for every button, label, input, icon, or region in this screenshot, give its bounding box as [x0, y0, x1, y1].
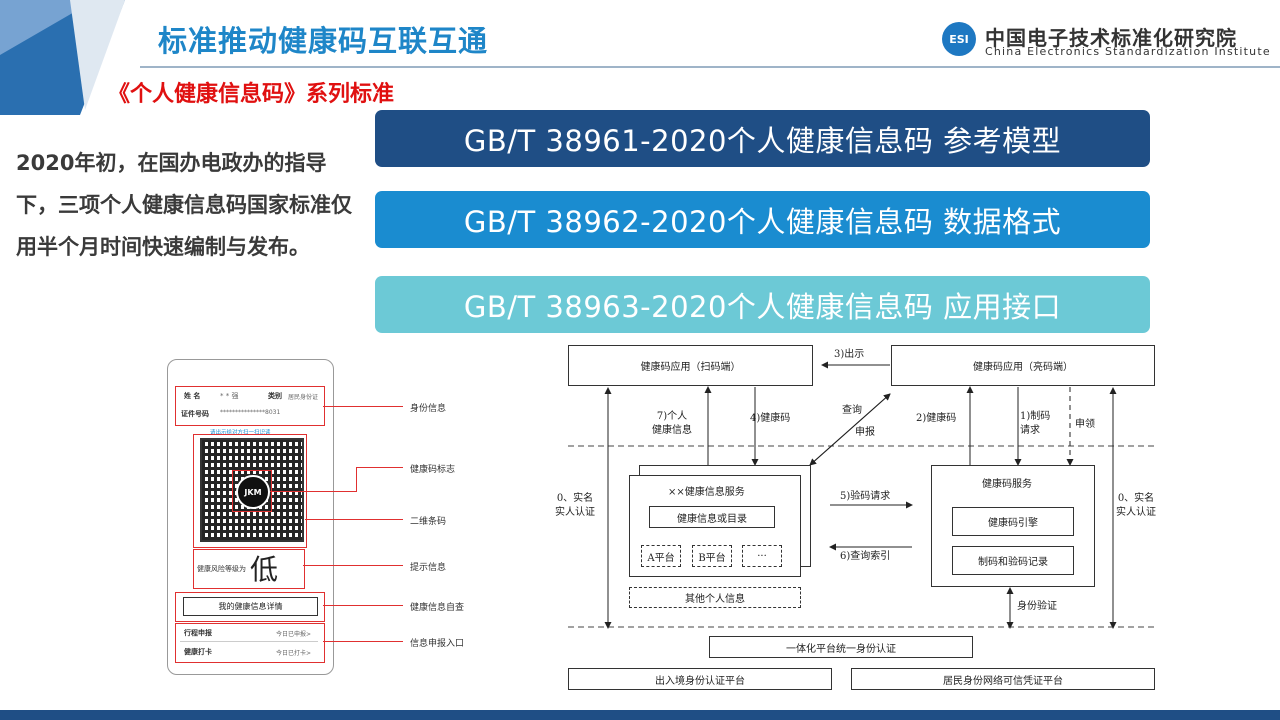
id-label: 证件号码: [181, 410, 209, 418]
platform-b-box: B平台: [692, 545, 732, 567]
type-label: 类别: [268, 392, 282, 400]
realname-right-label: 0、实名 实人认证: [1116, 493, 1156, 518]
jkm-logo-icon: JKM: [236, 475, 270, 509]
standard-banner-38961: GB/T 38961-2020个人健康信息码 参考模型: [375, 110, 1150, 167]
border-auth-box: 出入境身份认证平台: [568, 668, 832, 690]
header-divider: [140, 66, 1280, 68]
annotation-line: [305, 519, 403, 520]
risk-value: 低: [250, 553, 279, 586]
annotation-line: [323, 406, 403, 407]
resident-auth-box: 居民身份网络可信凭证平台: [851, 668, 1155, 690]
annotation-report-entry: 信息申报入口: [410, 639, 465, 649]
scan-app-box: 健康码应用（扫码端）: [568, 345, 813, 386]
risk-label: 健康风险等级为: [197, 565, 246, 573]
page-title: 标准推动健康码互联互通: [158, 24, 489, 58]
info-dir-box: 健康信息或目录: [649, 506, 775, 528]
annotation-qr: 二维条码: [410, 517, 447, 527]
step5-label: 5)验码请求: [840, 491, 891, 502]
step6-label: 6)查询索引: [840, 551, 891, 562]
step4-label: 4)健康码: [750, 413, 791, 424]
code-service-label: 健康码服务: [982, 479, 1032, 490]
health-detail-button[interactable]: 我的健康信息详情: [183, 597, 318, 616]
type-value: 居民身份证: [288, 394, 319, 401]
report-label: 申报: [855, 427, 875, 438]
trip-value: 今日已申报>: [276, 631, 312, 638]
code-engine-box: 健康码引擎: [952, 507, 1074, 536]
step7-label: 7)个人 健康信息: [652, 411, 692, 436]
annotation-line: [323, 641, 403, 642]
detail-box: [175, 592, 325, 622]
annotation-line: [303, 565, 403, 566]
annotation-line: [323, 605, 403, 606]
identity-verify-label: 身份验证: [1017, 601, 1057, 612]
info-service-label: ××健康信息服务: [668, 487, 745, 498]
apply-label: 申领: [1075, 419, 1095, 430]
checkin-label[interactable]: 健康打卡: [184, 648, 212, 656]
intro-text: 2020年初，在国办电政办的指导下，三项个人健康信息码国家标准仅用半个月时间快速…: [16, 151, 352, 259]
risk-box: [193, 549, 305, 589]
trip-label[interactable]: 行程申报: [184, 629, 212, 637]
report-divider: [180, 641, 318, 642]
scan-hint: 请出示给对方扫一扫识读: [210, 430, 271, 436]
step1-label: 1)制码 请求: [1020, 411, 1051, 436]
platform-more-box: ···: [742, 545, 782, 567]
standard-banner-38962: GB/T 38962-2020个人健康信息码 数据格式: [375, 191, 1150, 248]
checkin-value: 今日已打卡>: [276, 650, 312, 657]
name-label: 姓 名: [184, 392, 201, 400]
annotation-hint: 提示信息: [410, 563, 447, 573]
realname-left-label: 0、实名 实人认证: [555, 493, 595, 518]
annotation-line: [356, 467, 403, 468]
annotation-line: [270, 491, 357, 492]
other-info-box: 其他个人信息: [629, 587, 801, 608]
org-name: 中国电子技术标准化研究院: [985, 26, 1237, 50]
page-subtitle: 《个人健康信息码》系列标准: [108, 82, 395, 107]
annotation-identity: 身份信息: [410, 404, 447, 414]
show-app-box: 健康码应用（亮码端）: [891, 345, 1155, 386]
org-name-english: China Electronics Standardization Instit…: [985, 45, 1271, 58]
id-value: ***************8031: [220, 409, 281, 416]
unified-auth-box: 一体化平台统一身份认证: [709, 636, 973, 658]
corner-decoration: [0, 0, 125, 115]
esi-logo: ESI: [942, 22, 976, 56]
annotation-self-check: 健康信息自查: [410, 603, 465, 613]
step3-label: 3)出示: [834, 349, 865, 360]
footer-bar: [0, 710, 1280, 720]
annotation-line: [356, 467, 357, 492]
standard-banner-38963: GB/T 38963-2020个人健康信息码 应用接口: [375, 276, 1150, 333]
name-value: * * 强: [220, 392, 239, 400]
report-box: [175, 623, 325, 663]
code-record-box: 制码和验码记录: [952, 546, 1074, 575]
platform-a-box: A平台: [641, 545, 681, 567]
annotation-jkm-logo: 健康码标志: [410, 465, 456, 475]
step2-label: 2)健康码: [916, 413, 957, 424]
query-label: 查询: [842, 405, 862, 416]
